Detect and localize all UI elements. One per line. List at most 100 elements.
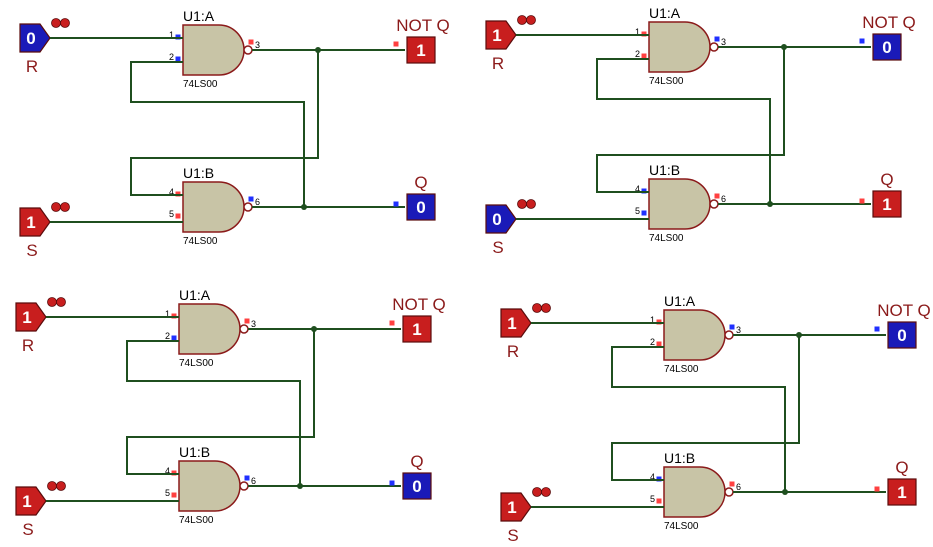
- probe-icon: [56, 481, 66, 491]
- input-state-value: 1: [22, 308, 31, 327]
- input-state-value: 0: [26, 29, 35, 48]
- pin-state-marker: [729, 481, 735, 487]
- input-terminal-body[interactable]: [19, 23, 51, 53]
- output-label: NOT Q: [396, 16, 450, 35]
- input-r[interactable]: 1R: [485, 15, 536, 74]
- output-state-value: 0: [882, 38, 891, 57]
- gate-title: U1:A: [179, 287, 211, 303]
- input-s[interactable]: 1S: [19, 202, 70, 261]
- input-label: R: [26, 57, 38, 76]
- wire: [126, 340, 301, 486]
- nand-gate-body: [648, 178, 711, 230]
- pin-state-marker: [171, 492, 177, 498]
- pin-state-marker: [244, 475, 250, 481]
- nand-gate-body: [648, 21, 711, 73]
- pin-state-marker: [874, 326, 880, 332]
- pin-state-marker: [641, 53, 647, 59]
- pin-state-marker: [859, 38, 865, 44]
- pin-state-marker: [656, 498, 662, 504]
- probe-icon: [532, 487, 542, 497]
- pin-number: 3: [251, 319, 256, 329]
- pin-state-marker: [393, 201, 399, 207]
- junction-dot: [311, 326, 317, 332]
- probe-icon: [526, 199, 536, 209]
- output-q[interactable]: 0Q: [402, 452, 432, 500]
- pin-number: 1: [169, 30, 174, 40]
- output-probe-body[interactable]: [887, 478, 917, 506]
- probe-icon: [517, 15, 527, 25]
- pin-number: 1: [635, 27, 640, 37]
- output-q[interactable]: 1Q: [887, 458, 917, 506]
- input-r[interactable]: 0R: [19, 18, 70, 77]
- pin-state-marker: [171, 335, 177, 341]
- probe-icon: [47, 297, 57, 307]
- input-label: R: [507, 342, 519, 361]
- gate-title: U1:A: [183, 8, 215, 24]
- probe-icon: [526, 15, 536, 25]
- output-q[interactable]: 0Q: [406, 173, 436, 221]
- gate-title: U1:B: [179, 444, 210, 460]
- input-s[interactable]: 1S: [500, 487, 551, 546]
- output-probe-body[interactable]: [887, 321, 917, 349]
- input-state-value: 0: [492, 210, 501, 229]
- input-s[interactable]: 0S: [485, 199, 536, 258]
- output-probe-body[interactable]: [872, 190, 902, 218]
- inverter-bubble: [724, 487, 734, 497]
- pin-number: 5: [635, 206, 640, 216]
- input-terminal-body[interactable]: [15, 486, 47, 516]
- output-probe-body[interactable]: [872, 33, 902, 61]
- pin-state-marker: [244, 318, 250, 324]
- gate-title: U1:A: [664, 293, 696, 309]
- probe-icon: [517, 199, 527, 209]
- output-probe-body[interactable]: [402, 472, 432, 500]
- pin-number: 5: [169, 209, 174, 219]
- input-s[interactable]: 1S: [15, 481, 66, 540]
- pin-number: 2: [635, 49, 640, 59]
- pin-number: 1: [165, 309, 170, 319]
- probe-icon: [60, 18, 70, 28]
- input-state-value: 1: [492, 26, 501, 45]
- input-r[interactable]: 1R: [15, 297, 66, 356]
- input-state-value: 1: [507, 498, 516, 517]
- input-terminal-body[interactable]: [15, 302, 47, 332]
- inverter-bubble: [243, 202, 253, 212]
- input-terminal-body[interactable]: [19, 207, 51, 237]
- input-r[interactable]: 1R: [500, 303, 551, 362]
- pin-number: 1: [650, 315, 655, 325]
- output-probe-body[interactable]: [406, 36, 436, 64]
- pin-state-marker: [859, 198, 865, 204]
- output-label: Q: [414, 173, 427, 192]
- input-label: R: [492, 54, 504, 73]
- output-probe-body[interactable]: [402, 315, 432, 343]
- pin-number: 6: [251, 476, 256, 486]
- input-terminal-body[interactable]: [500, 308, 532, 338]
- pin-state-marker: [656, 341, 662, 347]
- input-terminal-body[interactable]: [500, 492, 532, 522]
- pin-number: 4: [165, 466, 170, 476]
- junction-dot: [315, 47, 321, 53]
- pin-state-marker: [714, 193, 720, 199]
- output-q[interactable]: 1Q: [872, 170, 902, 218]
- input-label: S: [22, 520, 33, 539]
- wire: [130, 50, 319, 196]
- input-terminal-body[interactable]: [485, 204, 517, 234]
- input-label: S: [492, 238, 503, 257]
- probe-icon: [47, 481, 57, 491]
- pin-state-marker: [389, 480, 395, 486]
- output-state-value: 1: [882, 195, 891, 214]
- nand-gate-body: [663, 466, 726, 518]
- input-state-value: 1: [507, 314, 516, 333]
- output-state-value: 0: [412, 477, 421, 496]
- output-probe-body[interactable]: [406, 193, 436, 221]
- input-terminal-body[interactable]: [485, 20, 517, 50]
